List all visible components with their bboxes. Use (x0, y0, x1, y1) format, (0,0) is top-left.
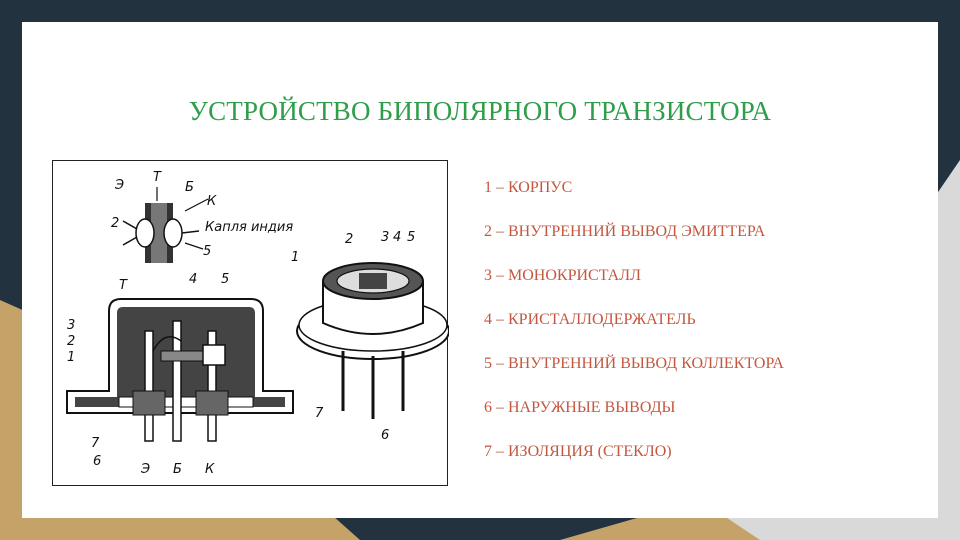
crystal-detail (122, 187, 209, 263)
legend-item-6: 6 – НАРУЖНЫЕ ВЫВОДЫ (484, 399, 676, 416)
label-section-5: 5 (221, 272, 229, 287)
isometric-view (296, 262, 449, 419)
label-iso-1: 1 (291, 250, 299, 265)
legend-item-2: 2 – ВНУТРЕННИЙ ВЫВОД ЭМИТТЕРА (484, 223, 766, 240)
label-iso-4: 4 (393, 230, 401, 245)
transistor-drawing: Э Т Б К 2 5 Капля индия Т 4 5 3 2 1 7 6 … (66, 170, 449, 477)
label-iso-5: 5 (407, 230, 415, 245)
label-section-1: 1 (67, 350, 75, 365)
label-section-6: 6 (93, 454, 101, 469)
label-pin-b: Б (173, 462, 182, 477)
label-iso-3: 3 (381, 230, 389, 245)
cross-section (66, 298, 294, 442)
legend-item-1: 1 – КОРПУС (484, 179, 573, 196)
label-section-3: 3 (67, 318, 75, 333)
label-section-4: 4 (189, 272, 197, 287)
label-crystal-t: Т (153, 170, 162, 185)
label-section-7: 7 (91, 436, 100, 451)
label-iso-2: 2 (345, 232, 353, 247)
legend-list: 1 – КОРПУС 2 – ВНУТРЕННИЙ ВЫВОД ЭМИТТЕРА… (484, 176, 924, 484)
label-pin-e: Э (140, 462, 150, 477)
label-section-2: 2 (67, 334, 75, 349)
label-crystal-e: Э (114, 178, 124, 193)
legend-item-7: 7 – ИЗОЛЯЦИЯ (СТЕКЛО) (484, 443, 672, 460)
label-pin-k: К (205, 462, 215, 477)
label-section-t: Т (119, 278, 128, 293)
label-crystal-b: Б (185, 180, 194, 195)
label-iso-7: 7 (315, 406, 324, 421)
label-crystal-k: К (207, 194, 217, 209)
legend-item-4: 4 – КРИСТАЛЛОДЕРЖАТЕЛЬ (484, 311, 696, 328)
legend-item-3: 3 – МОНОКРИСТАЛЛ (484, 267, 641, 284)
legend-item-5: 5 – ВНУТРЕННИЙ ВЫВОД КОЛЛЕКТОРА (484, 355, 784, 372)
label-crystal-5: 5 (203, 244, 211, 259)
slide-title: УСТРОЙСТВО БИПОЛЯРНОГО ТРАНЗИСТОРА (188, 96, 772, 126)
label-indium-drop: Капля индия (205, 220, 293, 235)
label-iso-6: 6 (381, 428, 389, 443)
label-crystal-2: 2 (111, 216, 119, 231)
transistor-figure: Э Т Б К 2 5 Капля индия Т 4 5 3 2 1 7 6 … (52, 160, 449, 486)
